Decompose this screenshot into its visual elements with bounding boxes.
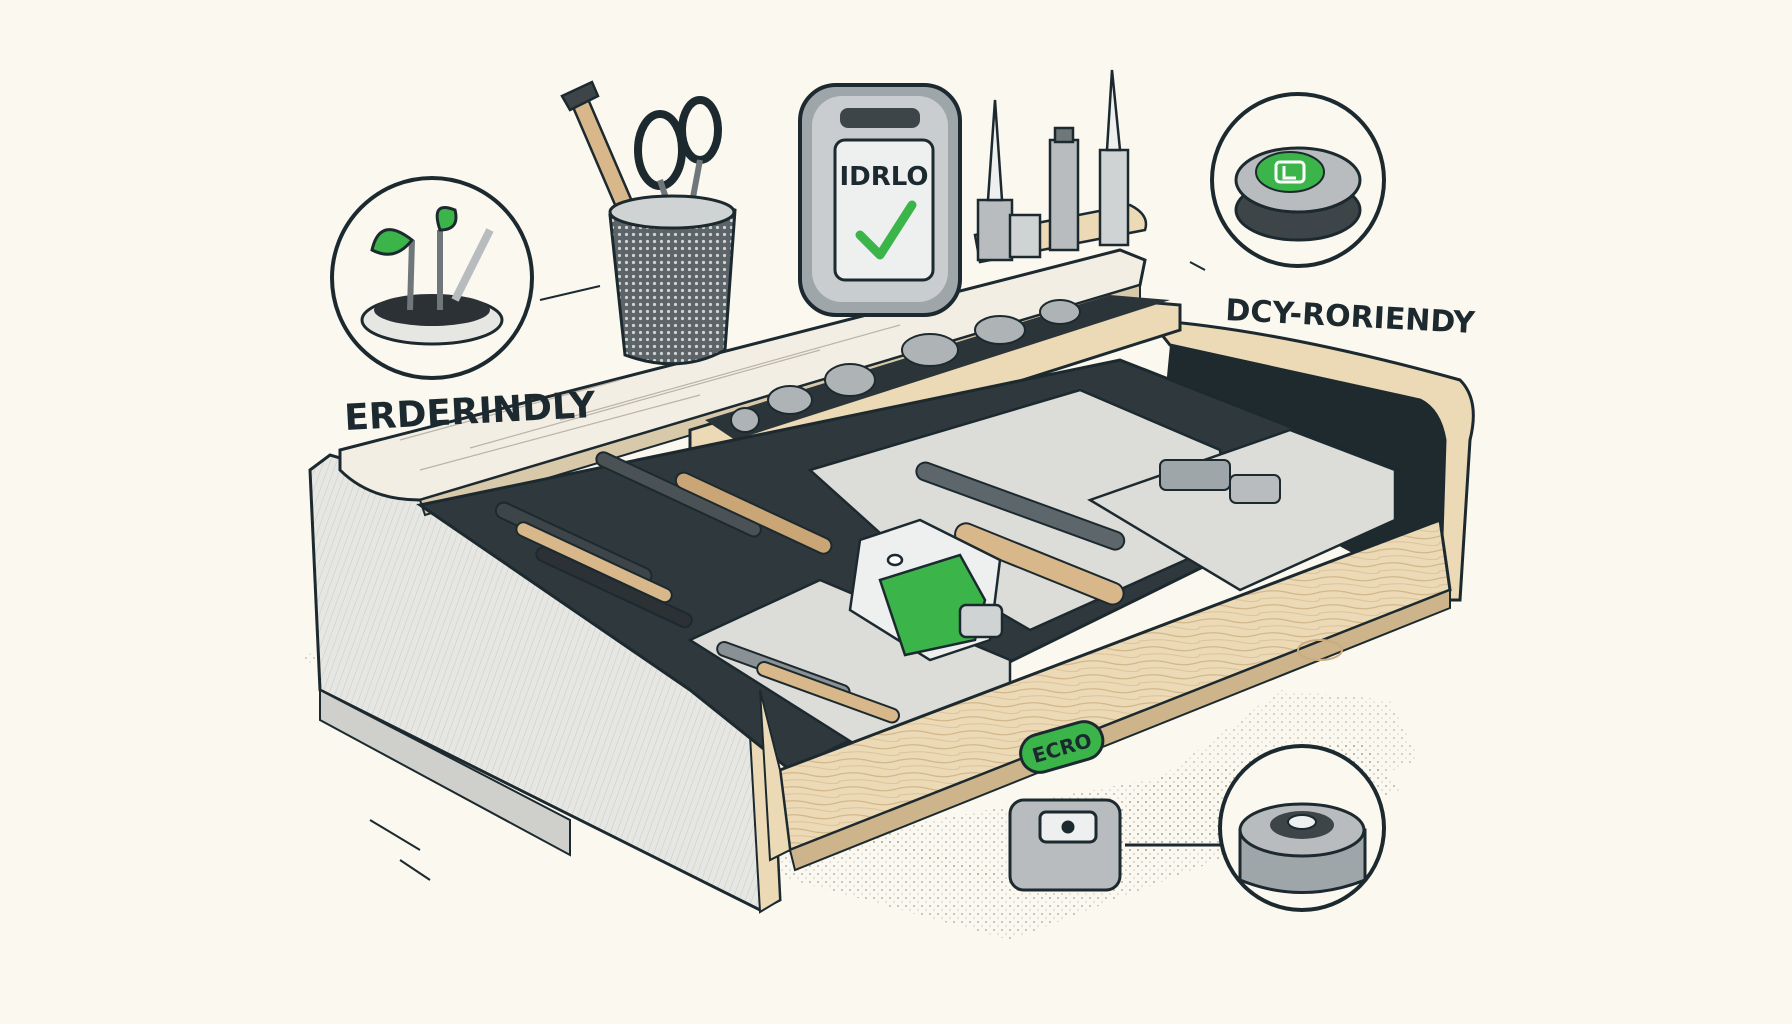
drawer-interior xyxy=(416,358,1404,772)
eco-button-callout xyxy=(1210,92,1386,268)
drawer-front xyxy=(759,517,1452,872)
checkmark-icon xyxy=(855,200,917,260)
cabinet-base xyxy=(319,688,571,857)
plant-callout xyxy=(330,176,534,380)
plant-icon xyxy=(370,206,494,311)
cable-icon xyxy=(1008,798,1122,892)
pen-cup xyxy=(560,80,737,366)
drawer-tools xyxy=(494,451,1281,724)
cable-callout xyxy=(1008,744,1386,912)
handheld-device: IDRLO xyxy=(798,83,962,317)
drawer-badge: ECRO xyxy=(1019,720,1105,774)
device-screen-label: IDRLO xyxy=(839,162,928,192)
drill-bit-rack xyxy=(973,69,1148,264)
eco-button-icon xyxy=(1274,160,1306,184)
tape-measure xyxy=(848,518,1004,662)
scissors-icon xyxy=(634,96,722,190)
